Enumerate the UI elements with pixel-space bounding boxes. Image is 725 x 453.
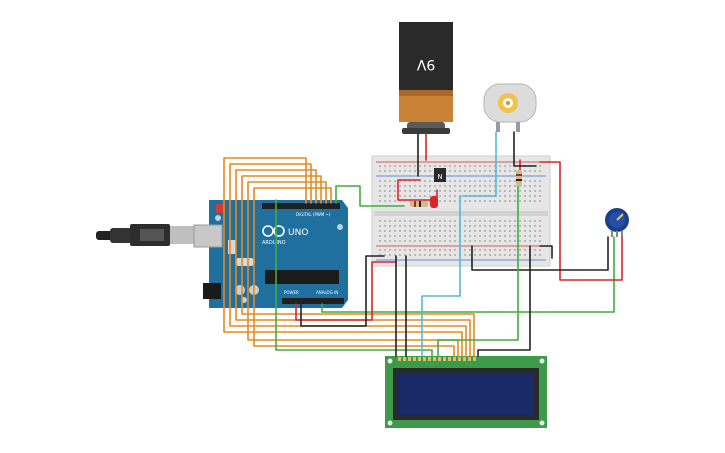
- wires: [223, 131, 623, 357]
- dc-motor-icon[interactable]: [483, 83, 537, 132]
- breadboard[interactable]: [371, 155, 551, 267]
- arduino-brand-label: ARDUINO: [262, 240, 286, 246]
- arduino-uno-board[interactable]: UNO ARDUINO DIGITAL (PWM ~) POWER ANALOG…: [193, 200, 348, 308]
- breadboard-holes: [379, 165, 541, 256]
- arduino-logo: [262, 225, 285, 237]
- battery-9v[interactable]: 9V: [399, 22, 453, 134]
- arduino-model-label: UNO: [288, 228, 308, 238]
- transistor-label: N: [437, 173, 442, 181]
- digital-header-label: DIGITAL (PWM ~): [296, 212, 331, 217]
- led-icon[interactable]: [430, 196, 438, 208]
- resistor-icon[interactable]: [516, 170, 522, 186]
- potentiometer-icon[interactable]: [605, 208, 629, 237]
- battery-label: 9V: [416, 56, 435, 72]
- transistor[interactable]: N: [434, 168, 446, 182]
- analog-header-label: ANALOG IN: [316, 290, 338, 295]
- resistor-icon[interactable]: [410, 201, 428, 207]
- power-header-label: POWER: [284, 290, 299, 295]
- usb-cable-icon: [96, 224, 194, 246]
- lcd-16x2-display[interactable]: [385, 356, 547, 428]
- lcd-pin-header: [398, 357, 476, 361]
